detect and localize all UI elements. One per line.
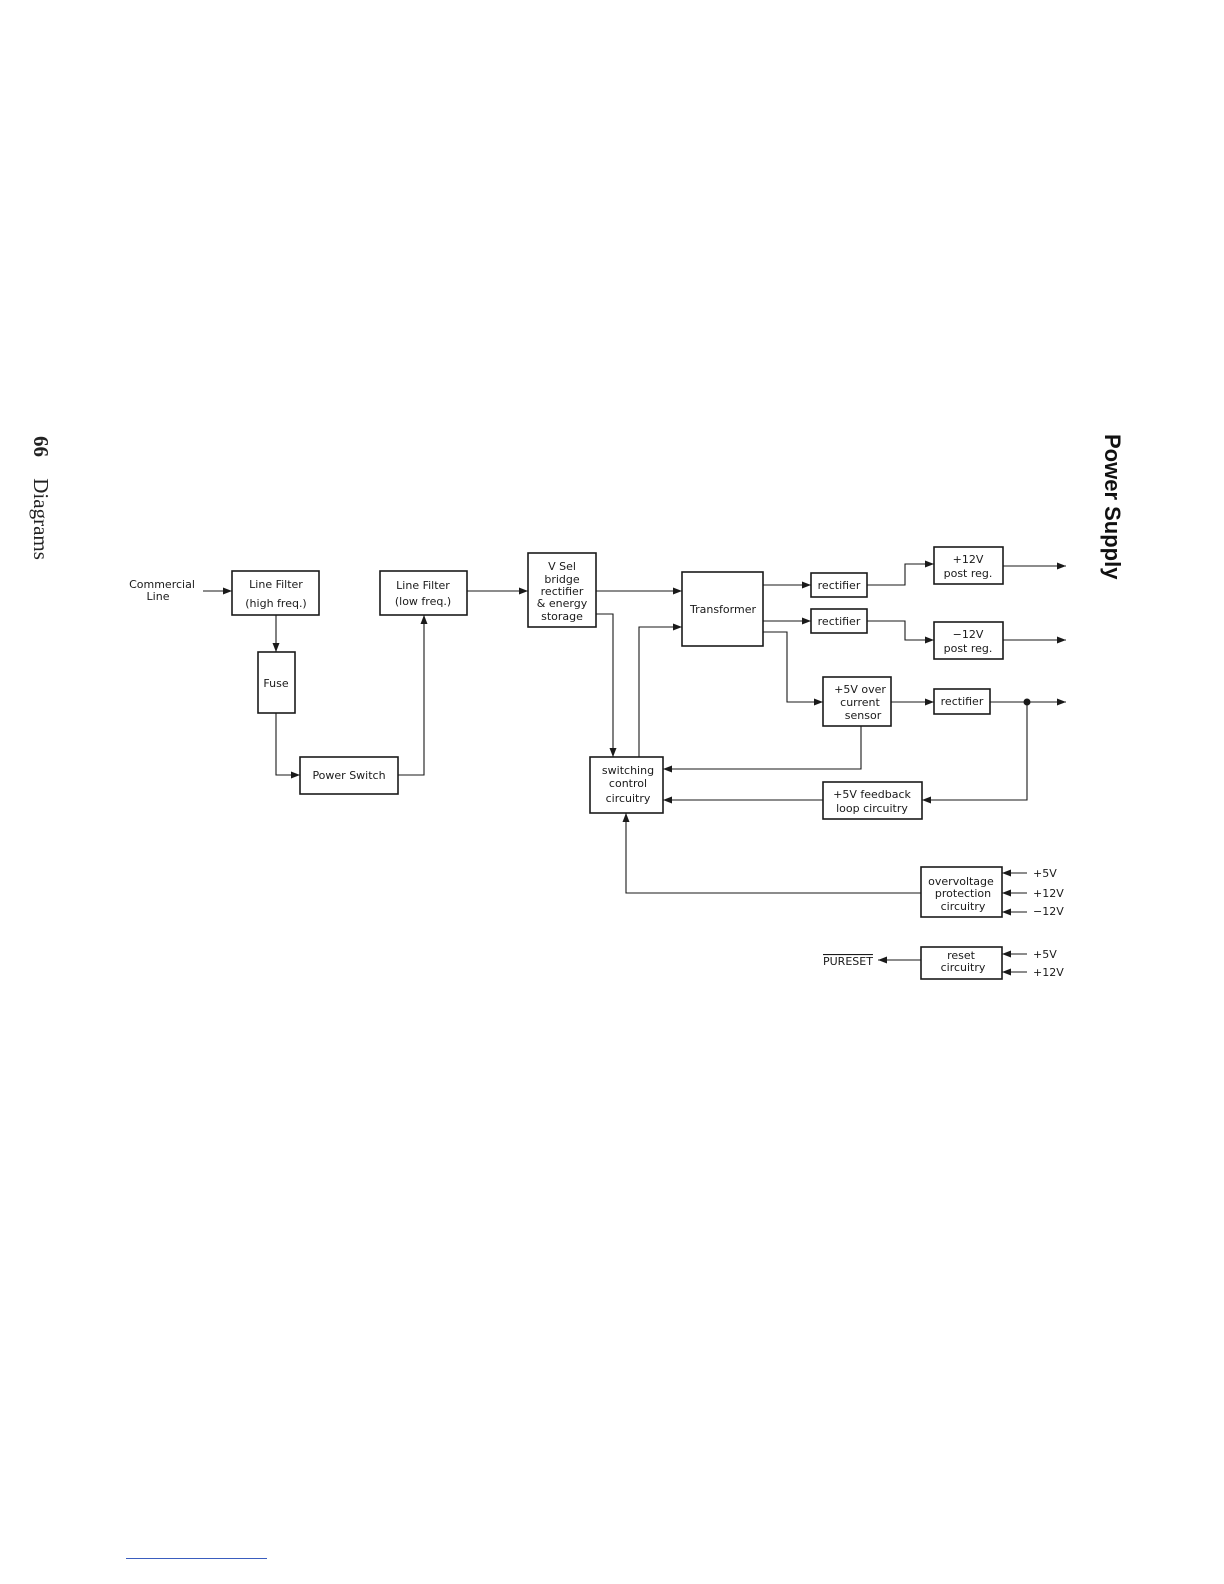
block-line-filter-high: Line Filter (high freq.) (231, 570, 320, 616)
feedback-l1: +5V feedback (833, 788, 911, 801)
block-transformer: Transformer (681, 571, 764, 647)
block-fuse: Fuse (257, 651, 296, 714)
overvoltage-l1: overvoltage (928, 875, 994, 888)
block-reset-circuitry: reset circuitry (920, 946, 1003, 980)
section-name: Diagrams (29, 478, 53, 560)
block-postreg-minus12: −12V post reg. (933, 621, 1004, 660)
over-current-l1: +5V over (834, 683, 886, 696)
switching-l3: circuitry (606, 792, 651, 805)
wire-over-current-to-switching (663, 726, 862, 773)
vsel-l4: & energy (537, 597, 588, 610)
ov-input-minus12: −12V (1033, 905, 1064, 918)
line-filter-low-l2: (low freq.) (395, 595, 451, 608)
wire-vsel-to-switching (596, 613, 617, 757)
vsel-l1: V Sel (548, 560, 576, 573)
block-power-switch: Power Switch (299, 756, 399, 795)
block-rectifier-3: rectifier (933, 688, 991, 715)
overvoltage-l3: circuitry (941, 900, 986, 913)
block-over-current-sensor: +5V over current sensor (822, 676, 892, 727)
wire-fuse-to-switch (275, 713, 300, 779)
page-number-value: 66 (29, 436, 53, 457)
overvoltage-l2: protection (935, 887, 991, 900)
line-filter-high-l2: (high freq.) (245, 597, 306, 610)
vsel-l3: rectifier (541, 585, 584, 598)
ov-input-plus12: +12V (1033, 887, 1064, 900)
commercial-line-l1: Commercial (129, 578, 195, 591)
signal-labels: Commercial Line +5V +12V −12V +5V +12V P… (129, 578, 1064, 979)
line-filter-low-l1: Line Filter (396, 579, 450, 592)
rectifier-1-label: rectifier (818, 579, 861, 592)
block-switching-control: switching control circuitry (589, 756, 664, 814)
junction-dot (1023, 698, 1031, 706)
rectifier-3-label: rectifier (941, 695, 984, 708)
ov-input-plus5: +5V (1033, 867, 1057, 880)
commercial-line-l2: Line (147, 590, 170, 603)
postreg-plus12-l2: post reg. (944, 567, 993, 580)
reset-input-plus12: +12V (1033, 966, 1064, 979)
reset-l1: reset (947, 949, 976, 962)
vsel-l5: storage (541, 610, 583, 623)
block-vsel-bridge: V Sel bridge rectifier & energy storage (527, 552, 597, 628)
postreg-plus12-l1: +12V (953, 553, 984, 566)
block-feedback-loop: +5V feedback loop circuitry (822, 781, 923, 820)
block-overvoltage-protection: overvoltage protection circuitry (920, 866, 1003, 918)
feedback-l2: loop circuitry (836, 802, 908, 815)
reset-l2: circuitry (941, 961, 986, 974)
wire-rectifier-1-to-postreg-plus (867, 560, 934, 586)
switching-l1: switching (602, 764, 654, 777)
page-title: Power Supply (1100, 434, 1125, 580)
connection-wires (203, 560, 1066, 976)
over-current-l2: current (840, 696, 880, 709)
vsel-l2: bridge (544, 573, 580, 586)
wire-switch-to-filter-low (398, 615, 428, 776)
postreg-minus12-l1: −12V (953, 628, 984, 641)
footer-rule (126, 1558, 267, 1559)
block-postreg-plus12: +12V post reg. (933, 546, 1004, 585)
page-number: 66 Diagrams (28, 436, 53, 560)
fuse-label: Fuse (263, 677, 288, 690)
transformer-label: Transformer (689, 603, 756, 616)
reset-input-plus5: +5V (1033, 948, 1057, 961)
wire-transformer-to-over-current (763, 631, 823, 706)
over-current-l3: sensor (845, 709, 882, 722)
wire-rectifier-2-to-postreg-minus (867, 620, 934, 644)
switching-l2: control (609, 777, 647, 790)
block-rectifier-1: rectifier (810, 572, 868, 598)
wire-output-to-feedback (922, 702, 1028, 804)
puReset-label: PURESET (823, 955, 873, 968)
wire-overvoltage-to-switching (622, 813, 921, 894)
postreg-minus12-l2: post reg. (944, 642, 993, 655)
wire-switching-to-transformer (638, 623, 682, 757)
rectifier-2-label: rectifier (818, 615, 861, 628)
line-filter-high-l1: Line Filter (249, 578, 303, 591)
block-rectifier-2: rectifier (810, 608, 868, 634)
power-switch-label: Power Switch (312, 769, 385, 782)
block-line-filter-low: Line Filter (low freq.) (379, 570, 468, 616)
